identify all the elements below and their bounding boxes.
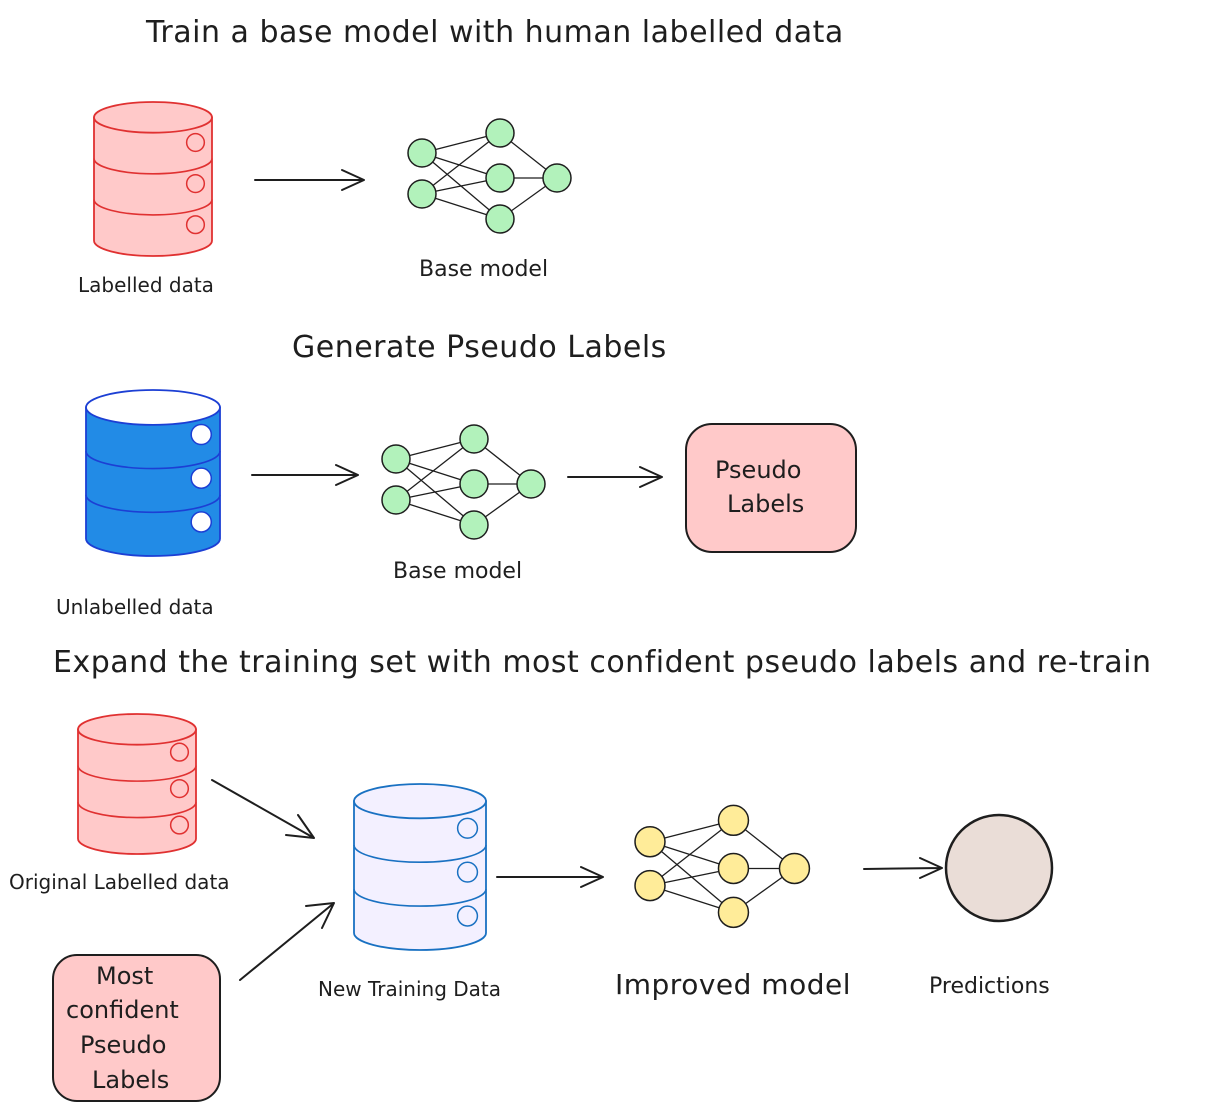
- database-divider: [77, 802, 197, 819]
- database-top: [77, 713, 197, 746]
- database-indicator: [185, 174, 206, 194]
- labelled-data-database-icon: [93, 101, 213, 257]
- pseudo-labels-box: Pseudo Labels: [685, 423, 857, 553]
- section-1-title: Train a base model with human labelled d…: [145, 15, 844, 50]
- confident-box-line-2: confident: [66, 996, 179, 1024]
- unlabelled-data-database-icon: [85, 389, 221, 557]
- database-divider: [353, 844, 487, 863]
- network-node: [381, 485, 411, 515]
- base-model-network-icon-2: [381, 424, 546, 540]
- network-node: [778, 852, 811, 885]
- network-node: [485, 163, 515, 193]
- base-model-label-2: Base model: [393, 559, 522, 584]
- network-node: [459, 424, 489, 454]
- database-indicator: [456, 905, 479, 927]
- network-edge: [649, 819, 734, 887]
- new-training-data-label: New Training Data: [318, 977, 501, 1001]
- network-node: [459, 469, 489, 499]
- database-top: [353, 783, 487, 820]
- database-divider: [353, 888, 487, 907]
- network-node: [634, 869, 666, 902]
- confident-box-line-3: Pseudo: [80, 1031, 166, 1059]
- network-node: [381, 444, 411, 474]
- network-edge: [421, 132, 501, 195]
- database-body: [77, 728, 197, 855]
- confident-box-line-1: Most: [96, 962, 153, 990]
- network-node: [717, 896, 750, 929]
- section-3-title: Expand the training set with most confid…: [53, 645, 1151, 680]
- database-top: [93, 101, 213, 134]
- arrow-unlabelled-to-base-model: [251, 464, 359, 486]
- arrow-original-to-new-training: [211, 779, 315, 839]
- database-indicator: [185, 215, 206, 235]
- network-node: [717, 804, 750, 837]
- database-indicator: [169, 815, 190, 835]
- labelled-data-label: Labelled data: [78, 273, 214, 297]
- database-indicator: [169, 779, 190, 799]
- network-node: [485, 204, 515, 234]
- network-node: [407, 138, 437, 168]
- database-body: [85, 406, 221, 557]
- database-indicator: [456, 861, 479, 883]
- pseudo-labels-line-1: Pseudo: [715, 456, 801, 484]
- unlabelled-data-label: Unlabelled data: [56, 595, 214, 619]
- arrow-new-training-to-improved-model: [496, 866, 604, 888]
- database-indicator: [190, 423, 213, 446]
- improved-model-network-icon: [634, 804, 811, 929]
- database-indicator: [185, 132, 206, 153]
- confident-box-line-4: Labels: [92, 1066, 169, 1094]
- network-node: [485, 118, 515, 148]
- network-node: [407, 179, 437, 209]
- database-body: [353, 800, 487, 951]
- most-confident-pseudo-labels-box: Most confident Pseudo Labels: [52, 954, 221, 1102]
- arrow-base-model-to-pseudo-labels: [567, 466, 663, 488]
- original-labelled-data-label: Original Labelled data: [9, 870, 230, 894]
- predictions-label: Predictions: [929, 974, 1050, 999]
- base-model-label-1: Base model: [419, 257, 548, 282]
- database-indicator: [169, 742, 190, 762]
- network-edge: [395, 438, 475, 501]
- network-node: [542, 163, 572, 193]
- section-train-base-model: Train a base model with human labelled d…: [78, 15, 844, 297]
- database-divider: [93, 158, 213, 175]
- database-body: [93, 116, 213, 257]
- base-model-network-icon: [407, 118, 572, 234]
- arrow-improved-model-to-predictions: [863, 857, 943, 879]
- database-indicator: [190, 467, 213, 490]
- arrow-confident-to-new-training: [239, 902, 335, 981]
- database-divider: [77, 765, 197, 782]
- network-node: [516, 469, 546, 499]
- database-divider: [93, 199, 213, 216]
- arrow-labelled-to-base-model: [254, 169, 365, 191]
- section-2-title: Generate Pseudo Labels: [292, 330, 667, 365]
- pseudo-labels-line-2: Labels: [727, 490, 804, 518]
- database-indicator: [456, 817, 479, 839]
- predictions-circle-icon: [944, 813, 1054, 923]
- network-node: [634, 826, 666, 858]
- network-node: [717, 852, 750, 885]
- database-indicator: [190, 511, 213, 533]
- section-generate-pseudo-labels: Generate Pseudo Labels Unlabelled data B…: [56, 330, 857, 619]
- new-training-data-database-icon: [353, 783, 487, 951]
- section-expand-and-retrain: Expand the training set with most confid…: [9, 645, 1151, 1102]
- database-top: [85, 389, 221, 426]
- database-divider: [85, 451, 221, 470]
- improved-model-label: Improved model: [615, 968, 851, 1001]
- network-node: [459, 510, 489, 540]
- database-divider: [85, 494, 221, 514]
- original-labelled-data-database-icon: [77, 713, 197, 855]
